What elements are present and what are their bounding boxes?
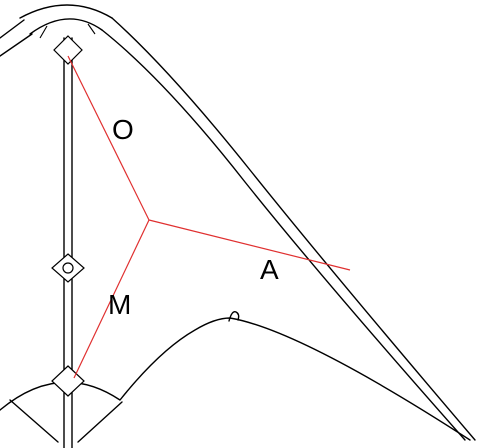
bridle-leg-outer <box>148 219 351 271</box>
bridle-leg-upper <box>67 55 150 221</box>
right-leading-edge <box>101 17 476 441</box>
trailing-edge <box>0 311 471 441</box>
tail-lines <box>9 399 123 443</box>
trailing-edge-nock <box>228 311 240 322</box>
nose-cap <box>19 4 113 39</box>
bridle-leg-lower <box>73 219 150 379</box>
center-fitting-icon <box>51 253 85 283</box>
left-leading-edge <box>0 19 33 57</box>
ring-icon <box>62 262 74 274</box>
label-upper-leg: O <box>112 114 134 145</box>
upper-fitting-icon <box>53 35 83 65</box>
label-outer-leg: A <box>260 254 279 285</box>
bridle <box>67 55 351 379</box>
label-lower-leg: M <box>108 289 131 320</box>
lower-fitting-icon <box>51 365 85 397</box>
